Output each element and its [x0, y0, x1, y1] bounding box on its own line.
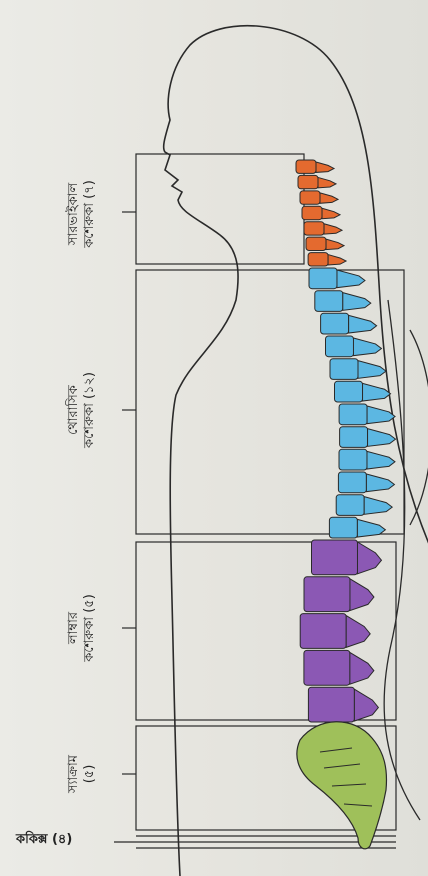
thoracic-vertebral-body [335, 381, 363, 402]
cervical-vertebral-body [308, 253, 328, 266]
label-thoracic: থোরাসিক কশেরুকা (১২) [66, 330, 110, 490]
cervical-vertebra-2 [298, 175, 336, 188]
thoracic-vertebral-body [338, 472, 366, 493]
frame-cervical [136, 154, 304, 264]
leader-ticks [114, 212, 136, 842]
cervical-vertebra-4 [302, 206, 340, 219]
label-lumbar-name: লাম্বার [66, 553, 82, 703]
lumbar-vertebra-2 [304, 577, 374, 612]
cervical-vertebra-7 [308, 253, 346, 266]
thoracic-vertebral-body [336, 495, 364, 516]
cervical-vertebral-body [302, 206, 322, 219]
thoracic-vertebra-3 [321, 313, 377, 334]
cervical-spinous-process [326, 239, 344, 249]
lumbar-vertebra-3 [300, 614, 370, 649]
thoracic-vertebral-body [309, 268, 337, 289]
thoracic-vertebra-4 [326, 336, 382, 357]
thoracic-vertebral-body [326, 336, 354, 357]
thoracic-spinous-process [366, 474, 394, 492]
thoracic-vertebral-body [339, 404, 367, 425]
lumbar-vertebral-body [308, 687, 354, 722]
thoracic-spinous-process [358, 361, 386, 379]
cervical-vertebral-body [296, 160, 316, 173]
cervical-vertebra-1 [296, 160, 334, 173]
lumbar-spinous-process [350, 579, 374, 611]
cervical-spinous-process [322, 208, 340, 218]
cervical-spinous-process [328, 255, 346, 265]
thoracic-spinous-process [367, 451, 395, 469]
lumbar-spinous-process [350, 652, 374, 684]
label-sacral: স্যাক্রাম (৫) [66, 724, 110, 824]
lumbar-vertebra-4 [304, 650, 374, 685]
cervical-vertebral-body [304, 222, 324, 235]
thoracic-vertebra-5 [330, 359, 386, 380]
thoracic-vertebra-2 [315, 291, 371, 312]
cervical-vertebral-body [306, 237, 326, 250]
vertebral-column [296, 160, 396, 849]
frame-thoracic [136, 270, 404, 534]
thoracic-vertebra-9 [339, 449, 395, 470]
thoracic-vertebral-body [330, 359, 358, 380]
thoracic-spinous-process [349, 315, 377, 333]
label-thoracic-count: কশেরুকা (১২) [82, 330, 98, 490]
label-cervical-count: কশেরুকা (৭) [82, 139, 98, 289]
thoracic-vertebral-body [315, 291, 343, 312]
thoracic-vertebrae [309, 268, 396, 538]
thoracic-vertebra-8 [340, 427, 396, 448]
label-coccyx: ককিক্স (৪) [16, 832, 116, 852]
thoracic-vertebral-body [339, 449, 367, 470]
lumbar-vertebrae [300, 540, 381, 722]
cervical-vertebra-6 [306, 237, 344, 250]
lumbar-spinous-process [346, 616, 370, 648]
back-contour [384, 300, 420, 820]
label-lumbar-count: কশেরুকা (৫) [82, 553, 98, 703]
thoracic-vertebra-7 [339, 404, 395, 425]
thoracic-vertebra-12 [329, 517, 385, 538]
thoracic-spinous-process [353, 338, 381, 356]
cervical-vertebra-3 [300, 191, 338, 204]
thoracic-vertebra-6 [335, 381, 391, 402]
thoracic-vertebra-10 [338, 472, 394, 493]
label-thoracic-name: থোরাসিক [66, 330, 82, 490]
cervical-vertebra-5 [304, 222, 342, 235]
cervical-vertebral-body [300, 191, 320, 204]
thoracic-vertebra-11 [336, 495, 392, 516]
thoracic-vertebra-1 [309, 268, 365, 289]
thoracic-spinous-process [363, 383, 391, 401]
lumbar-vertebral-body [304, 577, 350, 612]
thoracic-spinous-process [343, 293, 371, 311]
lumbar-vertebral-body [312, 540, 358, 575]
label-sacral-name: স্যাক্রাম [66, 724, 82, 824]
thoracic-vertebral-body [329, 517, 357, 538]
lumbar-vertebral-body [304, 650, 350, 685]
thoracic-spinous-process [368, 429, 396, 447]
lumbar-vertebra-5 [308, 687, 378, 722]
lumbar-vertebral-body [300, 614, 346, 649]
cervical-spinous-process [320, 193, 338, 203]
cervical-vertebral-body [298, 175, 318, 188]
label-sacral-count: (৫) [82, 724, 98, 824]
lumbar-spinous-process [354, 689, 378, 721]
lumbar-spinous-process [357, 542, 381, 574]
cervical-spinous-process [324, 224, 342, 234]
thoracic-vertebral-body [340, 427, 368, 448]
label-cervical: সারভাইকাল কশেরুকা (৭) [66, 139, 110, 289]
cervical-spinous-process [316, 162, 334, 172]
thoracic-vertebral-body [321, 313, 349, 334]
lumbar-vertebra-1 [312, 540, 382, 575]
ribcage-outline [410, 330, 428, 525]
cervical-spinous-process [318, 177, 336, 187]
thoracic-spinous-process [337, 270, 365, 288]
label-cervical-name: সারভাইকাল [66, 139, 82, 289]
label-lumbar: লাম্বার কশেরুকা (৫) [66, 553, 110, 703]
thoracic-spinous-process [364, 497, 392, 515]
